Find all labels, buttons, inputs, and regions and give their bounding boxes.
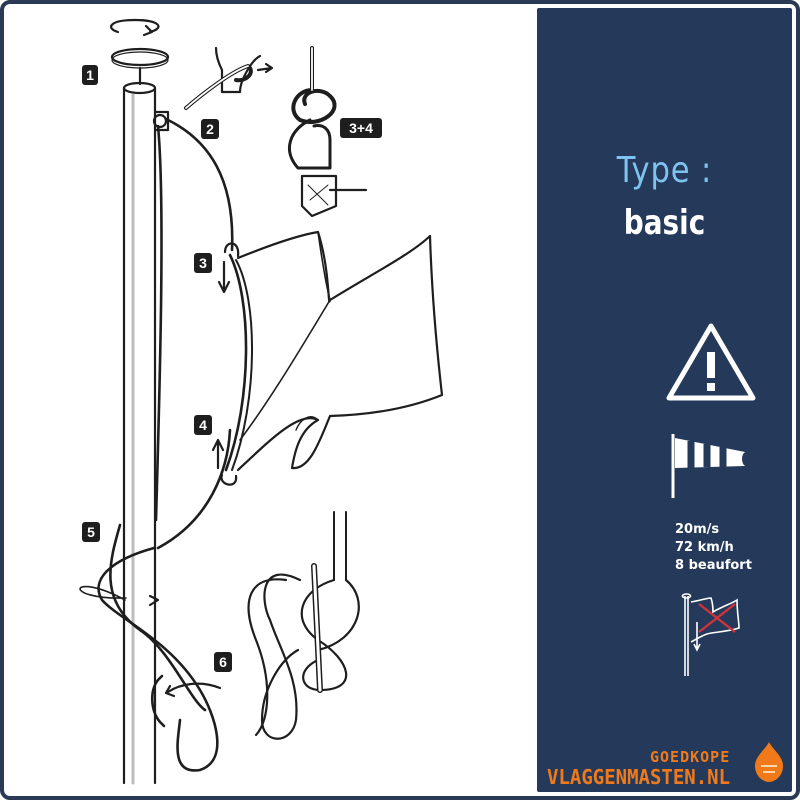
- step-label-2: 2: [201, 119, 219, 139]
- step-label-1: 1: [82, 65, 98, 85]
- droplet-logo-icon: [755, 742, 783, 782]
- halyard-knot-detail: [291, 46, 337, 124]
- flagpole: [122, 86, 157, 785]
- step-label-5: 5: [82, 522, 100, 542]
- halyard-rope: [164, 117, 234, 252]
- pulley-wheel: [152, 113, 168, 129]
- wind-speed-ms: 20m/s: [675, 522, 720, 537]
- wind-speed-beaufort: 8 beaufort: [675, 558, 752, 573]
- step-label-3-4: 3+4: [340, 118, 382, 138]
- flagpole-illustration: [79, 18, 444, 785]
- flag-cloth: [236, 230, 444, 472]
- type-label: Type :: [616, 150, 713, 191]
- pole-cap: [110, 47, 170, 67]
- step-label-6: 6: [214, 652, 232, 672]
- brand-name-top: GOEDKOPE: [650, 748, 731, 766]
- cleat-knot-detail: [214, 46, 262, 94]
- step-label-4: 4: [194, 415, 212, 435]
- info-panel: Type : basic 20m/s 72 km/h 8 beaufort GO…: [537, 8, 792, 792]
- warning-triangle-icon: [666, 323, 756, 401]
- type-value: basic: [623, 203, 706, 243]
- flag-down-icon: [681, 593, 740, 676]
- coiled-rope-detail: [333, 511, 347, 581]
- wind-speed-kmh: 72 km/h: [675, 540, 734, 555]
- step-label-3: 3: [194, 253, 212, 273]
- rotate-arrow-icon: [109, 18, 160, 34]
- windsock-icon: [671, 434, 750, 498]
- brand-name-main: VLAGGENMASTEN.NL: [547, 765, 731, 789]
- cleat: [150, 674, 166, 728]
